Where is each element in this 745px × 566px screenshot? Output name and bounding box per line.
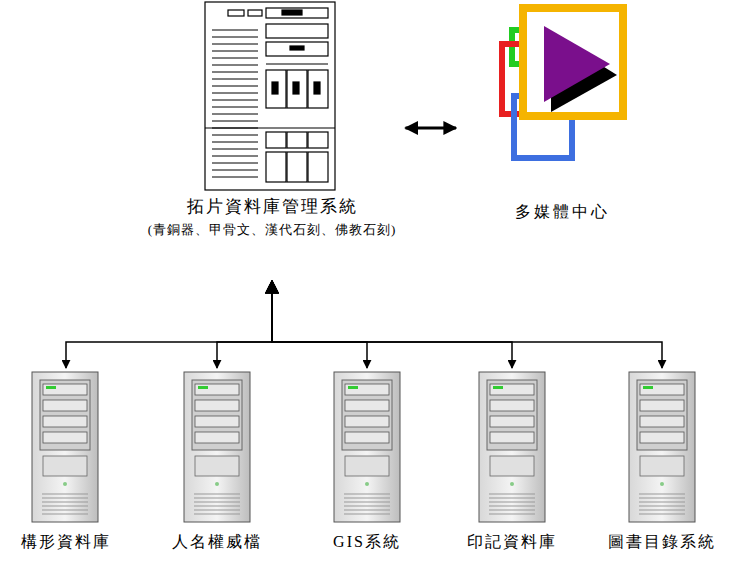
connector [217,281,272,368]
server-icon [629,372,695,522]
node-label: 印記資料庫 [448,530,576,554]
vent-line [212,79,258,80]
text: 印記資料庫 [467,530,557,554]
main-server-icon [205,2,335,190]
server-node: 圖書目錄系統 [598,368,726,556]
server-icon [184,372,250,522]
vent-line [212,37,258,38]
vent-line [212,51,258,52]
vent-line [212,163,258,164]
vent-line [212,86,258,87]
server-node: GIS系統 [303,368,431,556]
node-subtitle: (青銅器、甲骨文、漢代石刻、佛教石刻) [143,220,402,240]
text: 圖書目錄系統 [608,530,716,554]
vent-line [212,135,258,136]
vent-line [212,114,258,115]
node-label: 構形資料庫 [2,530,130,554]
connector [406,127,457,130]
text: (青銅器、甲骨文、漢代石刻、佛教石刻) [148,220,397,240]
vent-line [212,65,258,66]
text: 構形資料庫 [21,530,111,554]
connector [272,281,367,368]
server-icons [32,372,695,522]
server-node: 構形資料庫 [2,368,130,556]
vent-line [212,100,258,101]
multimedia-icon [502,8,623,158]
vent-line [212,72,258,73]
server-node: 人名權威檔 [153,368,281,556]
connector [66,281,272,368]
vent-line [212,58,258,59]
multimedia-node: 多媒體中心 [460,0,664,226]
server-icon [32,372,98,522]
connector [272,281,662,368]
vent-line [212,30,258,31]
vent-line [212,170,258,171]
text: 人名權威檔 [172,530,262,554]
node-label: 人名權威檔 [153,530,281,554]
vent-line [212,142,258,143]
node-label: 拓片資料庫管理系統 [143,194,402,220]
vent-line [212,177,258,178]
text: 多媒體中心 [515,200,610,224]
text: GIS系統 [333,530,401,554]
connector [272,281,512,368]
vent-line [212,149,258,150]
vent-line [212,44,258,45]
vent-line [212,93,258,94]
vent-line [212,107,258,108]
text: 拓片資料庫管理系統 [187,194,358,220]
node-label: 多媒體中心 [460,200,664,224]
vent-line [212,121,258,122]
node-label: 圖書目錄系統 [598,530,726,554]
vent-line [212,156,258,157]
node-label: GIS系統 [303,530,431,554]
database-system-node: 拓片資料庫管理系統(青銅器、甲骨文、漢代石刻、佛教石刻) [143,0,402,241]
server-icon [479,372,545,522]
server-icon [334,372,400,522]
server-node: 印記資料庫 [448,368,576,556]
